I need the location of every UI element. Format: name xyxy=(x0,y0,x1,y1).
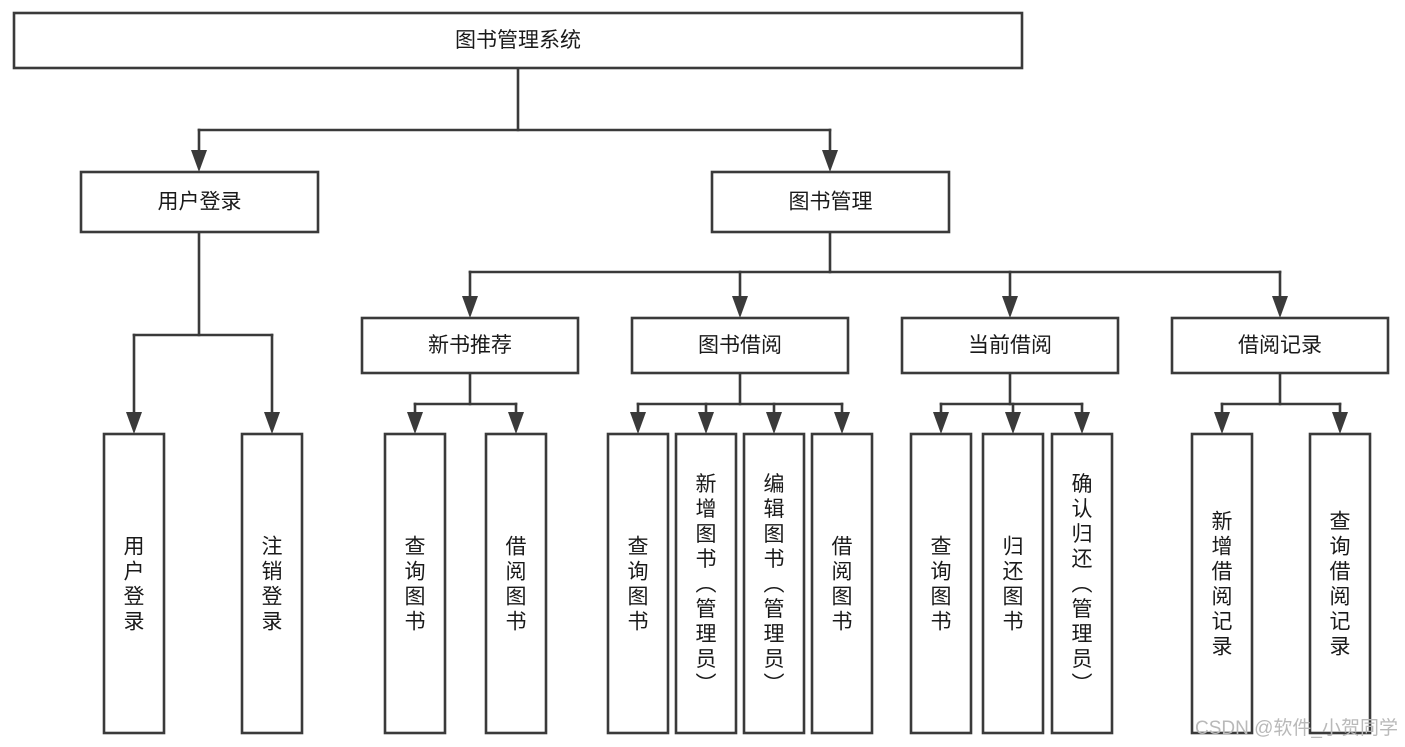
level3-node-box[interactable] xyxy=(1170,316,1390,375)
leaf-node-label: 用户登录 xyxy=(124,536,145,634)
leaf-node-box[interactable] xyxy=(1190,432,1254,735)
leaf-node-label: 确认归还︵管理员︶ xyxy=(1072,473,1093,696)
leaf-node-label: 查询借阅记录 xyxy=(1330,511,1351,659)
level3-node-label: 图书借阅 xyxy=(698,334,782,357)
leaf-node-1[interactable]: 用户登录 xyxy=(102,432,166,735)
leaf-node-label: 编辑图书︵管理员︶ xyxy=(764,473,785,696)
level3-node-box[interactable] xyxy=(900,316,1120,375)
leaf-node-box[interactable] xyxy=(383,432,447,735)
level2-node-label: 图书管理 xyxy=(789,191,873,214)
root-node-label: 图书管理系统 xyxy=(455,29,581,52)
level2-node-label: 用户登录 xyxy=(158,191,242,214)
leaf-node-11[interactable]: 确认归还︵管理员︶ xyxy=(1050,432,1114,735)
leaf-node-5[interactable]: 查询图书 xyxy=(606,432,670,735)
leaf-node-13[interactable]: 查询借阅记录 xyxy=(1308,432,1372,735)
level3-node-label: 借阅记录 xyxy=(1238,334,1322,357)
leaf-node-box[interactable] xyxy=(810,432,874,735)
leaf-node-box[interactable] xyxy=(742,432,806,735)
level2-node-2[interactable]: 图书管理 xyxy=(710,170,951,234)
leaf-node-box[interactable] xyxy=(606,432,670,735)
level3-node-2[interactable]: 图书借阅 xyxy=(630,316,850,375)
leaf-node-label: 新增借阅记录 xyxy=(1212,511,1233,659)
root-node-1[interactable]: 图书管理系统 xyxy=(12,11,1024,70)
leaf-node-box[interactable] xyxy=(102,432,166,735)
leaf-node-label: 借阅图书 xyxy=(506,536,527,634)
level2-node-box[interactable] xyxy=(710,170,951,234)
leaf-node-box[interactable] xyxy=(674,432,738,735)
node-layer: 图书管理系统用户登录图书管理新书推荐图书借阅当前借阅借阅记录用户登录注销登录查询… xyxy=(12,11,1390,735)
leaf-node-box[interactable] xyxy=(240,432,304,735)
leaf-node-4[interactable]: 借阅图书 xyxy=(484,432,548,735)
leaf-node-box[interactable] xyxy=(1308,432,1372,735)
leaf-node-9[interactable]: 查询图书 xyxy=(909,432,973,735)
level2-node-1[interactable]: 用户登录 xyxy=(79,170,320,234)
level3-node-label: 新书推荐 xyxy=(428,334,512,357)
leaf-node-label: 查询图书 xyxy=(405,536,426,634)
leaf-node-7[interactable]: 编辑图书︵管理员︶ xyxy=(742,432,806,735)
leaf-node-12[interactable]: 新增借阅记录 xyxy=(1190,432,1254,735)
root-node-box[interactable] xyxy=(12,11,1024,70)
leaf-node-box[interactable] xyxy=(484,432,548,735)
leaf-node-label: 新增图书︵管理员︶ xyxy=(696,473,717,696)
level3-node-box[interactable] xyxy=(360,316,580,375)
level3-node-box[interactable] xyxy=(630,316,850,375)
level3-node-label: 当前借阅 xyxy=(968,334,1052,357)
leaf-node-box[interactable] xyxy=(909,432,973,735)
leaf-node-box[interactable] xyxy=(1050,432,1114,735)
level2-node-box[interactable] xyxy=(79,170,320,234)
level3-node-1[interactable]: 新书推荐 xyxy=(360,316,580,375)
leaf-node-label: 查询图书 xyxy=(931,536,952,634)
leaf-node-box[interactable] xyxy=(981,432,1045,735)
connector-layer xyxy=(126,66,1348,434)
leaf-node-6[interactable]: 新增图书︵管理员︶ xyxy=(674,432,738,735)
leaf-node-8[interactable]: 借阅图书 xyxy=(810,432,874,735)
leaf-node-10[interactable]: 归还图书 xyxy=(981,432,1045,735)
level3-node-4[interactable]: 借阅记录 xyxy=(1170,316,1390,375)
leaf-node-label: 注销登录 xyxy=(262,536,283,634)
leaf-node-2[interactable]: 注销登录 xyxy=(240,432,304,735)
level3-node-3[interactable]: 当前借阅 xyxy=(900,316,1120,375)
leaf-node-3[interactable]: 查询图书 xyxy=(383,432,447,735)
leaf-node-label: 归还图书 xyxy=(1003,536,1024,634)
leaf-node-label: 借阅图书 xyxy=(832,536,853,634)
csdn-watermark: CSDN @软件_小贺同学 xyxy=(1195,717,1398,739)
leaf-node-label: 查询图书 xyxy=(628,536,649,634)
